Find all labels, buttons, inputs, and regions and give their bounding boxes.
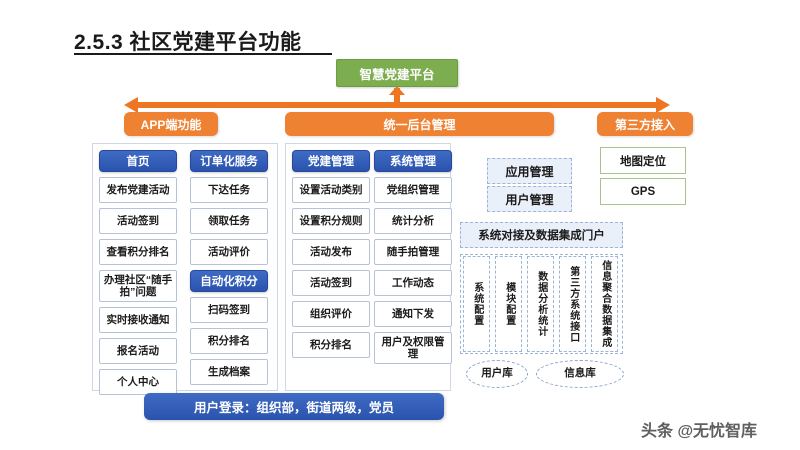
list-item[interactable]: 统计分析 [374, 208, 452, 234]
box-integration-portal[interactable]: 系统对接及数据集成门户 [460, 222, 623, 248]
column-header-auto-points: 自动化积分 [190, 270, 268, 292]
list-item[interactable]: 扫码签到 [190, 297, 268, 323]
arrow-head-left-icon [124, 97, 138, 113]
column-header-homepage: 首页 [99, 150, 177, 172]
list-item[interactable]: 活动评价 [190, 239, 268, 265]
column-header-party-management: 党建管理 [292, 150, 370, 172]
list-item[interactable]: 组织评价 [292, 301, 370, 327]
list-item[interactable]: 通知下发 [374, 301, 452, 327]
arrow-head-right-icon [656, 97, 670, 113]
column-order-service: 订单化服务 下达任务 领取任务 活动评价 自动化积分 扫码签到 积分排名 生成档… [190, 150, 268, 390]
list-item[interactable]: 积分排名 [292, 332, 370, 358]
list-item[interactable]: 积分排名 [190, 328, 268, 354]
vertical-item-module-config[interactable]: 模块配置 [495, 256, 522, 352]
list-item[interactable]: 设置积分规则 [292, 208, 370, 234]
up-arrow-stem-icon [394, 88, 400, 106]
vertical-item-data-aggregation[interactable]: 信息聚合数据集成 [591, 256, 618, 352]
vertical-item-system-config[interactable]: 系统配置 [463, 256, 490, 352]
list-item[interactable]: 工作动态 [374, 270, 452, 296]
list-item[interactable]: 查看积分排名 [99, 239, 177, 265]
list-item[interactable]: 活动发布 [292, 239, 370, 265]
column-party-management: 党建管理 设置活动类别 设置积分规则 活动发布 活动签到 组织评价 积分排名 [292, 150, 370, 363]
box-map-location[interactable]: 地图定位 [600, 147, 686, 174]
box-gps[interactable]: GPS [600, 178, 686, 205]
vertical-item-data-analysis[interactable]: 数据分析统计 [527, 256, 554, 352]
column-header-order-service: 订单化服务 [190, 150, 268, 172]
list-item[interactable]: 活动签到 [292, 270, 370, 296]
list-item[interactable]: 下达任务 [190, 177, 268, 203]
login-bar: 用户登录：组织部，街道两级，党员 [144, 393, 444, 420]
list-item[interactable]: 党组织管理 [374, 177, 452, 203]
list-item[interactable]: 发布党建活动 [99, 177, 177, 203]
database-user-store: 用户库 [466, 360, 528, 388]
column-homepage: 首页 发布党建活动 活动签到 查看积分排名 办理社区“随手拍”问题 实时接收通知… [99, 150, 177, 400]
list-item[interactable]: 随手拍管理 [374, 239, 452, 265]
column-system-management: 系统管理 党组织管理 统计分析 随手拍管理 工作动态 通知下发 用户及权限管理 [374, 150, 452, 369]
page-title: 2.5.3 社区党建平台功能 [74, 31, 302, 54]
watermark: 头条 @无忧智库 [641, 423, 758, 440]
list-item[interactable]: 报名活动 [99, 338, 177, 364]
title-underline [74, 53, 332, 55]
vertical-item-third-party-api[interactable]: 第三方系统接口 [559, 256, 586, 352]
list-item[interactable]: 个人中心 [99, 369, 177, 395]
database-info-store: 信息库 [536, 360, 624, 388]
list-item[interactable]: 生成档案 [190, 359, 268, 385]
list-item[interactable]: 办理社区“随手拍”问题 [99, 270, 177, 302]
list-item[interactable]: 实时接收通知 [99, 307, 177, 333]
bar-unified-admin: 统一后台管理 [285, 112, 554, 136]
platform-box: 智慧党建平台 [336, 59, 458, 87]
box-user-management[interactable]: 用户管理 [487, 186, 572, 212]
box-app-management[interactable]: 应用管理 [487, 158, 572, 184]
list-item[interactable]: 设置活动类别 [292, 177, 370, 203]
bar-app-functions: APP端功能 [124, 112, 218, 136]
list-item[interactable]: 领取任务 [190, 208, 268, 234]
bar-third-party: 第三方接入 [597, 112, 693, 136]
horizontal-connector-line [136, 102, 658, 108]
column-header-system-management: 系统管理 [374, 150, 452, 172]
list-item[interactable]: 用户及权限管理 [374, 332, 452, 364]
list-item[interactable]: 活动签到 [99, 208, 177, 234]
